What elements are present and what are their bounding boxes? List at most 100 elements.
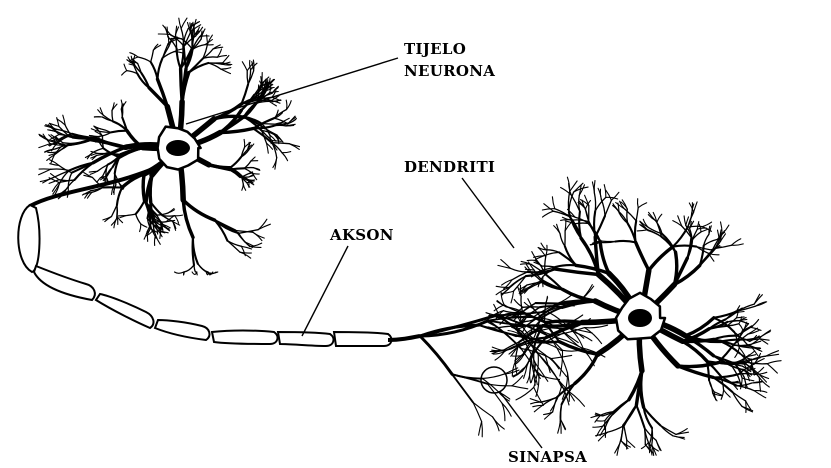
dendrite-branch <box>694 202 698 212</box>
dendrite-branch <box>604 185 606 198</box>
dendrite-branch <box>531 402 541 404</box>
dendrite-branch <box>272 143 289 144</box>
dendrite-branch <box>692 203 693 213</box>
dendrite-branch <box>242 62 247 71</box>
dendrite-branch <box>248 70 251 85</box>
dendrite-branch <box>673 246 696 247</box>
dendrite-branch <box>724 390 731 397</box>
dendrite-branch <box>122 71 127 76</box>
myelin-segment <box>18 205 39 272</box>
dendrite-branch <box>136 214 141 224</box>
dendrite-branch <box>565 246 576 265</box>
dendrite-branch <box>117 205 118 216</box>
dendrite-branch <box>738 377 740 385</box>
dendrite-branch <box>638 203 647 208</box>
dendrite-branch <box>124 64 127 71</box>
dendrite-branch <box>516 387 534 400</box>
dendrite-branch <box>175 216 179 224</box>
dendrite-branch <box>755 302 766 306</box>
dendrite-branch <box>227 241 241 247</box>
dendrite-branch <box>637 230 647 231</box>
right-nucleus <box>628 309 652 327</box>
dendrite-branch <box>575 354 598 383</box>
label-axon: AKSON <box>329 226 394 244</box>
dendrite-branch <box>175 272 184 273</box>
dendrite-branch <box>645 428 646 445</box>
dendrite-branch <box>221 69 231 74</box>
dendrite-branch <box>623 405 636 425</box>
dendrite-branch <box>684 216 686 226</box>
label-cell-body-line2: NEURONA <box>404 62 495 80</box>
dendrite-branch <box>175 215 183 216</box>
dendrite-branch <box>197 272 198 275</box>
dendrite-branch <box>673 436 684 438</box>
dendrite-branch <box>606 197 618 199</box>
dendrite-branch <box>140 224 141 232</box>
dendrite-branch <box>111 131 127 133</box>
dendrite-branch <box>272 141 281 142</box>
dendrite-branch <box>150 175 152 202</box>
dendrite-branch <box>183 200 214 220</box>
dendrite-branch <box>722 225 729 234</box>
dendrite-branch <box>558 421 561 433</box>
dendrite-branch <box>560 234 565 247</box>
label-synapse: SINAPSA <box>508 448 587 466</box>
dendrites-pointer <box>462 178 514 248</box>
dendrite-branch <box>250 60 251 69</box>
dendrite-branch <box>536 303 560 304</box>
dendrite-branch <box>713 374 738 377</box>
dendrite-branch <box>593 426 603 427</box>
dendrite-branch <box>240 252 251 253</box>
dendrite-branch <box>158 58 163 79</box>
dendrite-branch <box>767 364 777 373</box>
dendrite-branch <box>555 265 576 267</box>
dendrite-branch <box>194 265 197 272</box>
dendrite-branch <box>184 265 194 272</box>
dendrite-branch <box>606 190 612 200</box>
dendrite-branch <box>607 426 624 433</box>
dendrite-branch <box>192 272 197 274</box>
dendrite-branch <box>739 324 743 330</box>
dendrite-branch <box>521 296 523 311</box>
dendrite-branch <box>174 52 183 53</box>
dendrite-branch <box>282 153 288 161</box>
dendrite-branch <box>697 228 706 229</box>
axon-pointer <box>302 246 348 336</box>
dendrite-branch <box>198 264 208 272</box>
dendrite-branch <box>594 181 595 194</box>
dendrite-branch <box>136 201 145 215</box>
dendrite-branch <box>286 100 287 109</box>
dendrite-branch <box>656 440 660 450</box>
axon-terminal <box>388 336 420 340</box>
label-dendrites: DENDRITI <box>404 158 495 176</box>
dendrite-branch <box>542 209 554 210</box>
dendrite-branch <box>420 315 497 336</box>
dendrite-branch <box>182 69 186 102</box>
dendrite-branch <box>39 169 51 175</box>
dendrite-branch <box>223 56 229 63</box>
dendrite-branch <box>117 216 118 224</box>
dendrite-branch <box>732 392 742 406</box>
dendrite-branch <box>501 291 513 293</box>
dendrite-branch <box>151 62 158 79</box>
dendrite-branch <box>574 223 589 224</box>
dendrite-branch <box>637 199 638 208</box>
dendrite-branch <box>714 392 716 400</box>
dendrite-branch <box>53 171 70 178</box>
dendrite-branch <box>737 317 745 318</box>
dendrite-branch <box>181 18 187 28</box>
myelin-segment <box>155 320 209 340</box>
dendrite-branch <box>600 189 601 199</box>
dendrite-branch <box>683 341 707 361</box>
dendrite-branch <box>184 272 185 275</box>
dendrite-branch <box>482 374 504 378</box>
dendrite-branch <box>585 328 602 344</box>
dendrite-branch <box>479 422 482 436</box>
dendrite-branch <box>561 220 572 221</box>
dendrite-branch <box>126 214 136 216</box>
left-nucleus <box>166 140 190 156</box>
dendrite-branch <box>420 336 452 374</box>
dendrite-branch <box>482 422 483 437</box>
dendrite-branch <box>699 224 701 232</box>
